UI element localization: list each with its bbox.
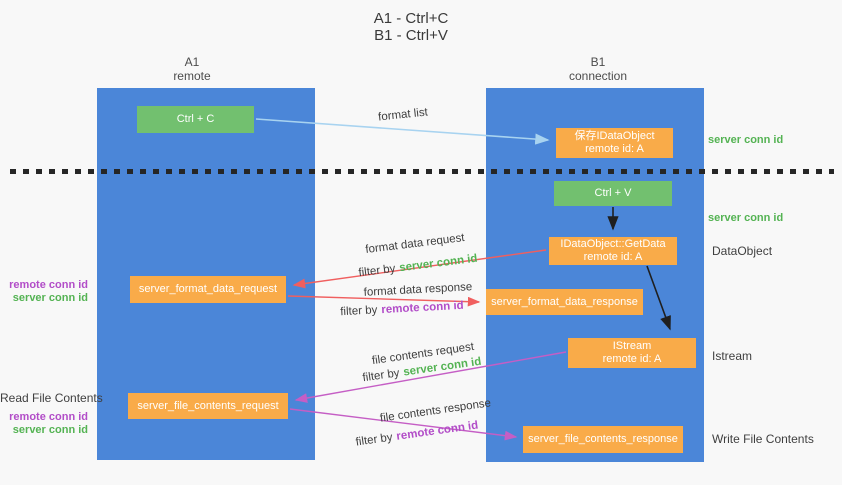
dotted-separator-line xyxy=(10,169,834,174)
dataobject-label: DataObject xyxy=(712,244,773,258)
node-save-idataobject: 保存IDataObject remote id: A xyxy=(556,128,673,158)
lane-b1-name: B1 xyxy=(590,55,606,69)
node-ctrl-c-label: Ctrl + C xyxy=(176,113,215,125)
arrow-file-contents-request xyxy=(294,351,567,403)
node-getdata-line2: remote id: A xyxy=(583,251,643,263)
arrow-format-data-response xyxy=(287,295,481,307)
node-save-idataobject-line1: 保存IDataObject xyxy=(574,130,655,142)
node-server-format-data-response: server_format_data_response xyxy=(486,289,643,315)
diagram-title: A1 - Ctrl+C B1 - Ctrl+V xyxy=(330,10,492,44)
write-file-contents-label: Write File Contents xyxy=(712,432,814,446)
left-conn-id-labels-top: remote conn id server conn id xyxy=(0,279,88,305)
node-format-response-label: server_format_data_response xyxy=(491,295,638,308)
arrow-getdata-to-istream xyxy=(646,265,671,331)
node-file-response-label: server_file_contents_response xyxy=(528,433,678,445)
node-istream-line1: IStream xyxy=(612,340,652,352)
right-server-conn-id-1: server conn id xyxy=(708,134,784,146)
node-ctrl-v: Ctrl + V xyxy=(554,181,672,206)
node-save-idataobject-line2: remote id: A xyxy=(585,143,644,155)
node-ctrl-v-label: Ctrl + V xyxy=(594,187,632,199)
node-format-request-label: server_format_data_request xyxy=(138,283,278,295)
arrow-file-contents-response xyxy=(289,408,518,441)
node-file-request-label: server_file_contents_request xyxy=(137,399,279,412)
lane-header-a1: A1 remote xyxy=(137,55,247,83)
filter-by-text: filter by xyxy=(340,304,378,319)
arrow-format-list xyxy=(255,118,550,145)
node-server-file-contents-response: server_file_contents_response xyxy=(523,426,683,453)
node-ctrl-c: Ctrl + C xyxy=(137,106,254,133)
lane-header-b1: B1 connection xyxy=(543,55,653,83)
node-getdata-line1: IDataObject::GetData xyxy=(560,238,666,250)
lane-b1-subtitle: connection xyxy=(568,69,628,83)
left-server-conn-id-2: server conn id xyxy=(12,424,88,436)
title-line-paste: B1 - Ctrl+V xyxy=(374,27,448,44)
arrow-format-data-request xyxy=(292,249,547,289)
left-remote-conn-id-1: remote conn id xyxy=(9,279,88,291)
node-server-file-contents-request: server_file_contents_request xyxy=(128,393,288,419)
node-istream: IStream remote id: A xyxy=(568,338,696,368)
lane-a1-subtitle: remote xyxy=(173,69,211,83)
node-idataobject-getdata: IDataObject::GetData remote id: A xyxy=(549,237,677,265)
left-server-conn-id-1: server conn id xyxy=(12,292,88,304)
title-line-copy: A1 - Ctrl+C xyxy=(373,10,449,27)
read-file-contents-label: Read File Contents xyxy=(0,391,103,405)
left-remote-conn-id-2: remote conn id xyxy=(9,411,88,423)
node-server-format-data-request: server_format_data_request xyxy=(130,276,286,303)
istream-label: Istream xyxy=(712,349,753,363)
right-server-conn-id-2: server conn id xyxy=(708,212,784,224)
lane-a1-name: A1 xyxy=(184,55,200,69)
left-conn-id-labels-bottom: remote conn id server conn id xyxy=(0,411,88,437)
node-istream-line2: remote id: A xyxy=(602,353,662,365)
